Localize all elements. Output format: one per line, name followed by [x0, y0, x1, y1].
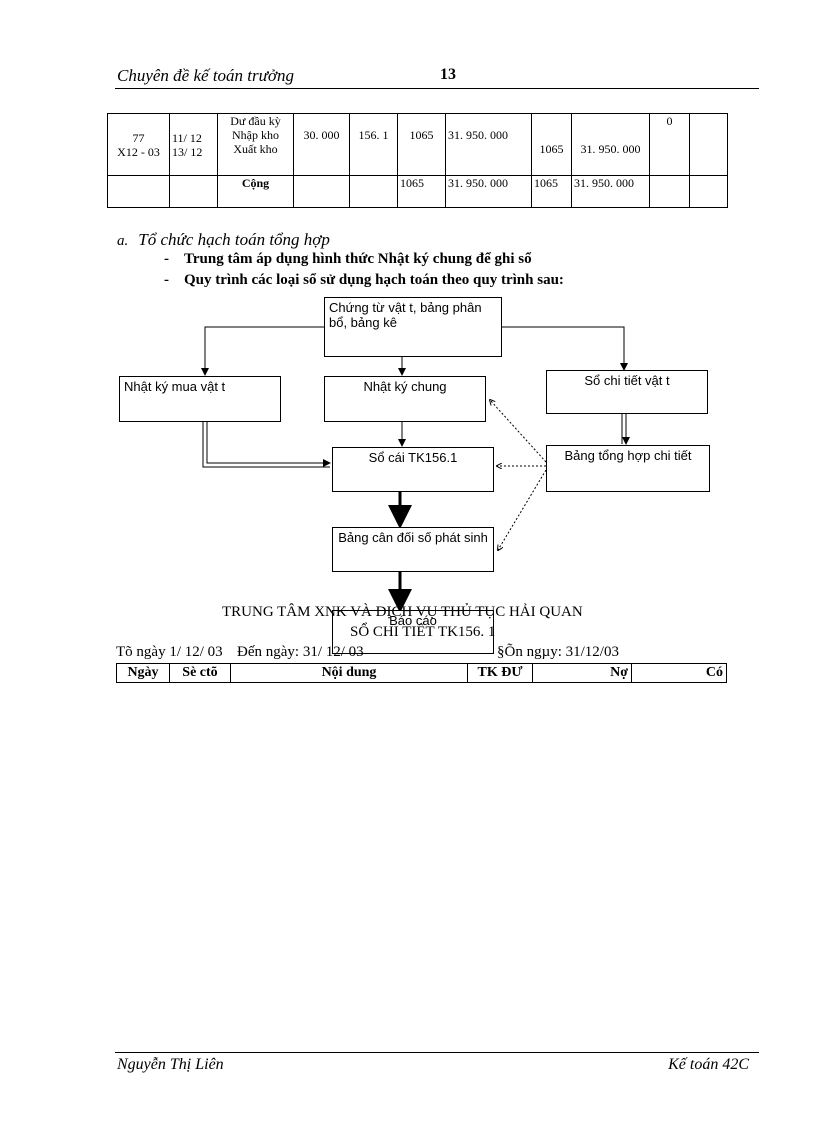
empty-cell [689, 175, 728, 208]
date-cell: 11/ 12 13/ 12 [169, 113, 218, 176]
arrow-to-purchase-journal [201, 326, 324, 376]
table-row: Cộng 1065 31. 950. 000 1065 31. 950. 000 [107, 175, 728, 208]
date-confirmed: §Õn ngµy: 31/12/03 [497, 644, 619, 660]
qty-out-cell: 1065 [531, 113, 572, 176]
trial-balance-box: Bảng cân đối số phát sinh [332, 527, 494, 572]
date-from: Tõ ngày 1/ 12/ 03 [116, 644, 223, 660]
description-cell: Dư đầu kỳ Nhập kho Xuất kho [217, 113, 294, 176]
double-line-b [206, 422, 331, 467]
footer-class: Kế toán 42C [668, 1056, 749, 1073]
dotted-arrow-journal [490, 400, 547, 463]
general-ledger-box: Sổ cái TK156.1 [332, 447, 494, 492]
qty-out-total: 1065 [531, 175, 572, 208]
date-value: 11/ 12 [172, 130, 202, 145]
description-line: Xuất kho [233, 142, 278, 156]
detail-ledger-box: Sổ chi tiết vật t [546, 370, 708, 414]
footer-author: Nguyễn Thị Liên [117, 1056, 224, 1073]
doc-number: 77 [132, 130, 145, 145]
doc-number-cell: 77 X12 - 03 [107, 113, 170, 176]
description-line: Nhập kho [232, 128, 279, 142]
purchase-journal-box: Nhật ký mua vật t [119, 376, 281, 422]
bullet-item: -Quy trình các loại sổ sử dụng hạch toán… [164, 272, 564, 288]
dotted-arrow-balance [498, 469, 547, 550]
empty-cell [107, 175, 170, 208]
ledger-header-table: Ngày Sè ctõ Nội dung TK ĐƯ Nợ Có [116, 663, 727, 683]
section-heading: a. Tổ chức hạch toán tổng hợp [117, 230, 330, 250]
col-debit: Nợ [532, 663, 632, 683]
date-to: Đến ngày: 31/ 12/ 03 [237, 644, 364, 660]
report-box: Báo cáo [332, 610, 494, 654]
col-content: Nội dung [230, 663, 468, 683]
header-title: Chuyên đề kế toán trưởng [117, 66, 294, 85]
doc-code: X12 - 03 [117, 144, 160, 159]
col-account: TK ĐƯ [467, 663, 533, 683]
arrow-to-detail-ledger [502, 326, 628, 371]
org-name: TRUNG TÂM XNK VÀ DỊCH VỤ THỦ TỤC HẢI QUA… [222, 604, 583, 620]
date-value: 13/ 12 [172, 144, 203, 159]
ledger-title: SỔ CHI TIẾT TK156. 1 [350, 624, 496, 640]
bullet-item: -Trung tâm áp dụng hình thức Nhật ký chu… [164, 251, 532, 267]
material-detail-table: 77 X12 - 03 11/ 12 13/ 12 Dư đầu kỳ Nhập… [107, 113, 728, 208]
table-row: Ngày Sè ctõ Nội dung TK ĐƯ Nợ Có [116, 663, 727, 683]
bullet-text: Trung tâm áp dụng hình thức Nhật ký chun… [184, 251, 532, 267]
footer-rule [115, 1052, 759, 1053]
value-out-total: 31. 950. 000 [571, 175, 650, 208]
col-credit: Có [631, 663, 727, 683]
empty-cell [293, 175, 350, 208]
bullet-text: Quy trình các loại sổ sử dụng hạch toán … [184, 272, 564, 288]
source-documents-box: Chứng từ vật t, bảng phân bổ, bảng kê [324, 297, 502, 357]
double-line-a [202, 422, 330, 468]
table-row: 77 X12 - 03 11/ 12 13/ 12 Dư đầu kỳ Nhập… [107, 113, 728, 176]
total-label: Cộng [217, 175, 294, 208]
qty-in-total: 1065 [397, 175, 446, 208]
value-out-cell: 31. 950. 000 [571, 113, 650, 176]
empty-cell [169, 175, 218, 208]
col-date: Ngày [116, 663, 170, 683]
header-rule [115, 88, 759, 89]
section-label: a. [117, 233, 129, 249]
section-title: Tổ chức hạch toán tổng hợp [138, 230, 330, 249]
description-line: Dư đầu kỳ [230, 114, 281, 128]
page-number: 13 [440, 66, 456, 83]
account-cell: 156. 1 [349, 113, 398, 176]
col-doc: Sè ctõ [169, 663, 231, 683]
empty-cell [689, 113, 728, 176]
general-journal-box: Nhật ký chung [324, 376, 486, 422]
detail-summary-box: Bảng tổng hợp chi tiết [546, 445, 710, 492]
empty-cell [349, 175, 398, 208]
